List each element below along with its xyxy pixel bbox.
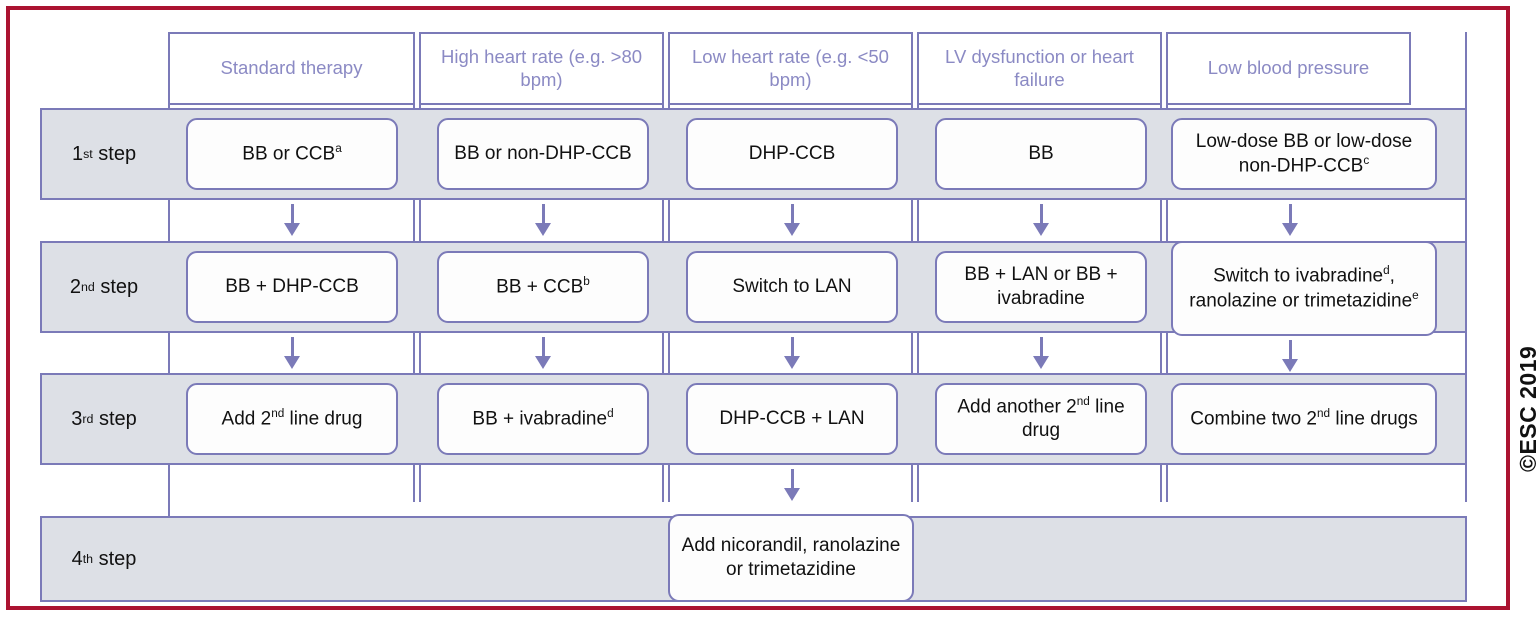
column-header-low-blood-pressure: Low blood pressure	[1166, 32, 1411, 105]
figure-frame: ©ESC 2019 Standard therapy High heart ra…	[6, 6, 1536, 610]
cell-step3-standard-post: line drug	[284, 408, 363, 430]
cell-step3-low-heart-rate[interactable]: DHP-CCB + LAN	[686, 383, 898, 455]
cell-step3-standard[interactable]: Add 2nd line drug	[186, 383, 398, 455]
cell-step2-high-heart-rate-text: BB + CCB	[496, 276, 584, 298]
column-header-low-heart-rate: Low heart rate (e.g. <50 bpm)	[668, 32, 913, 105]
column-header-lv-dysfunction: LV dysfunction or heart failure	[917, 32, 1162, 105]
step-1-suffix: st	[83, 147, 93, 161]
cell-step3-low-blood-pressure-pre: Combine two 2	[1190, 408, 1317, 430]
cell-step1-lv-dysfunction[interactable]: BB	[935, 118, 1147, 190]
cell-step2-low-heart-rate-text: Switch to LAN	[732, 276, 852, 298]
cell-step3-lv-dysfunction-pre: Add another 2	[957, 396, 1077, 418]
step-2-word: step	[94, 275, 139, 298]
cell-step3-high-heart-rate-text: BB + ivabradine	[472, 408, 608, 430]
cell-step1-lv-dysfunction-text: BB	[1028, 143, 1054, 165]
cell-step1-low-blood-pressure[interactable]: Low-dose BB or low-dose non-DHP-CCBc	[1171, 118, 1437, 190]
cell-step1-low-blood-pressure-text: Low-dose BB or low-dose non-DHP-CCB	[1195, 131, 1413, 177]
cell-step1-low-blood-pressure-footnote: c	[1363, 153, 1370, 167]
cell-step2-low-blood-pressure-footnote-e: e	[1412, 288, 1419, 302]
cell-step3-low-blood-pressure[interactable]: Combine two 2nd line drugs	[1171, 383, 1437, 455]
step-3-suffix: rd	[82, 412, 94, 426]
cell-step4-low-heart-rate-text: Add nicorandil, ranolazine or trimetazid…	[681, 535, 901, 580]
cell-step2-low-blood-pressure[interactable]: Switch to ivabradined, ranolazine or tri…	[1171, 241, 1437, 336]
cell-step2-lv-dysfunction[interactable]: BB + LAN or BB + ivabradine	[935, 251, 1147, 323]
step-4-suffix: th	[82, 552, 94, 566]
column-header-standard: Standard therapy	[168, 32, 415, 105]
cell-step4-low-heart-rate[interactable]: Add nicorandil, ranolazine or trimetazid…	[668, 514, 914, 602]
cell-step2-low-heart-rate[interactable]: Switch to LAN	[686, 251, 898, 323]
cell-step3-low-blood-pressure-sup: nd	[1316, 406, 1331, 420]
cell-step1-standard[interactable]: BB or CCBa	[186, 118, 398, 190]
cell-step2-lv-dysfunction-text: BB + LAN or BB + ivabradine	[964, 264, 1118, 309]
cell-step2-standard-text: BB + DHP-CCB	[225, 276, 359, 298]
step-1-ordinal: 1	[71, 142, 84, 165]
cell-step1-high-heart-rate-text: BB or non-DHP-CCB	[454, 143, 632, 165]
cell-step1-low-heart-rate[interactable]: DHP-CCB	[686, 118, 898, 190]
cell-step2-low-blood-pressure-line2: , ranolazine or trimetazidine	[1189, 265, 1413, 311]
cell-step3-low-blood-pressure-post: line drugs	[1330, 408, 1418, 430]
cell-step2-high-heart-rate[interactable]: BB + CCBb	[437, 251, 649, 323]
cell-step1-low-heart-rate-text: DHP-CCB	[748, 143, 836, 165]
cell-step3-lv-dysfunction-sup: nd	[1076, 395, 1090, 409]
cell-step2-standard[interactable]: BB + DHP-CCB	[186, 251, 398, 323]
cell-step3-standard-sup: nd	[271, 406, 285, 420]
cell-step1-standard-footnote: a	[335, 141, 342, 155]
step-2-suffix: nd	[80, 280, 95, 294]
cell-step3-high-heart-rate[interactable]: BB + ivabradined	[437, 383, 649, 455]
step-2-ordinal: 2	[69, 275, 81, 298]
cell-step3-lv-dysfunction-post: line drug	[1021, 396, 1125, 442]
cell-step3-high-heart-rate-footnote: d	[607, 406, 614, 420]
step-3-ordinal: 3	[71, 407, 83, 430]
step-4-word: step	[93, 547, 137, 570]
treatment-algorithm-diagram: Standard therapy High heart rate (e.g. >…	[40, 32, 1467, 602]
column-header-high-heart-rate: High heart rate (e.g. >80 bpm)	[419, 32, 664, 105]
cell-step2-low-blood-pressure-footnote-d: d	[1383, 264, 1390, 278]
cell-step3-lv-dysfunction[interactable]: Add another 2nd line drug	[935, 383, 1147, 455]
cell-step1-high-heart-rate[interactable]: BB or non-DHP-CCB	[437, 118, 649, 190]
cell-step1-standard-text: BB or CCB	[242, 143, 336, 165]
cell-step3-low-heart-rate-text: DHP-CCB + LAN	[719, 408, 865, 430]
cell-step2-low-blood-pressure-line1: Switch to ivabradine	[1213, 265, 1384, 287]
cell-step3-standard-pre: Add 2	[221, 408, 272, 430]
cell-step2-high-heart-rate-footnote: b	[583, 274, 590, 288]
step-3-word: step	[93, 407, 137, 430]
copyright-watermark: ©ESC 2019	[1515, 345, 1536, 472]
step-4-ordinal: 4	[71, 547, 83, 570]
step-1-word: step	[92, 142, 137, 165]
